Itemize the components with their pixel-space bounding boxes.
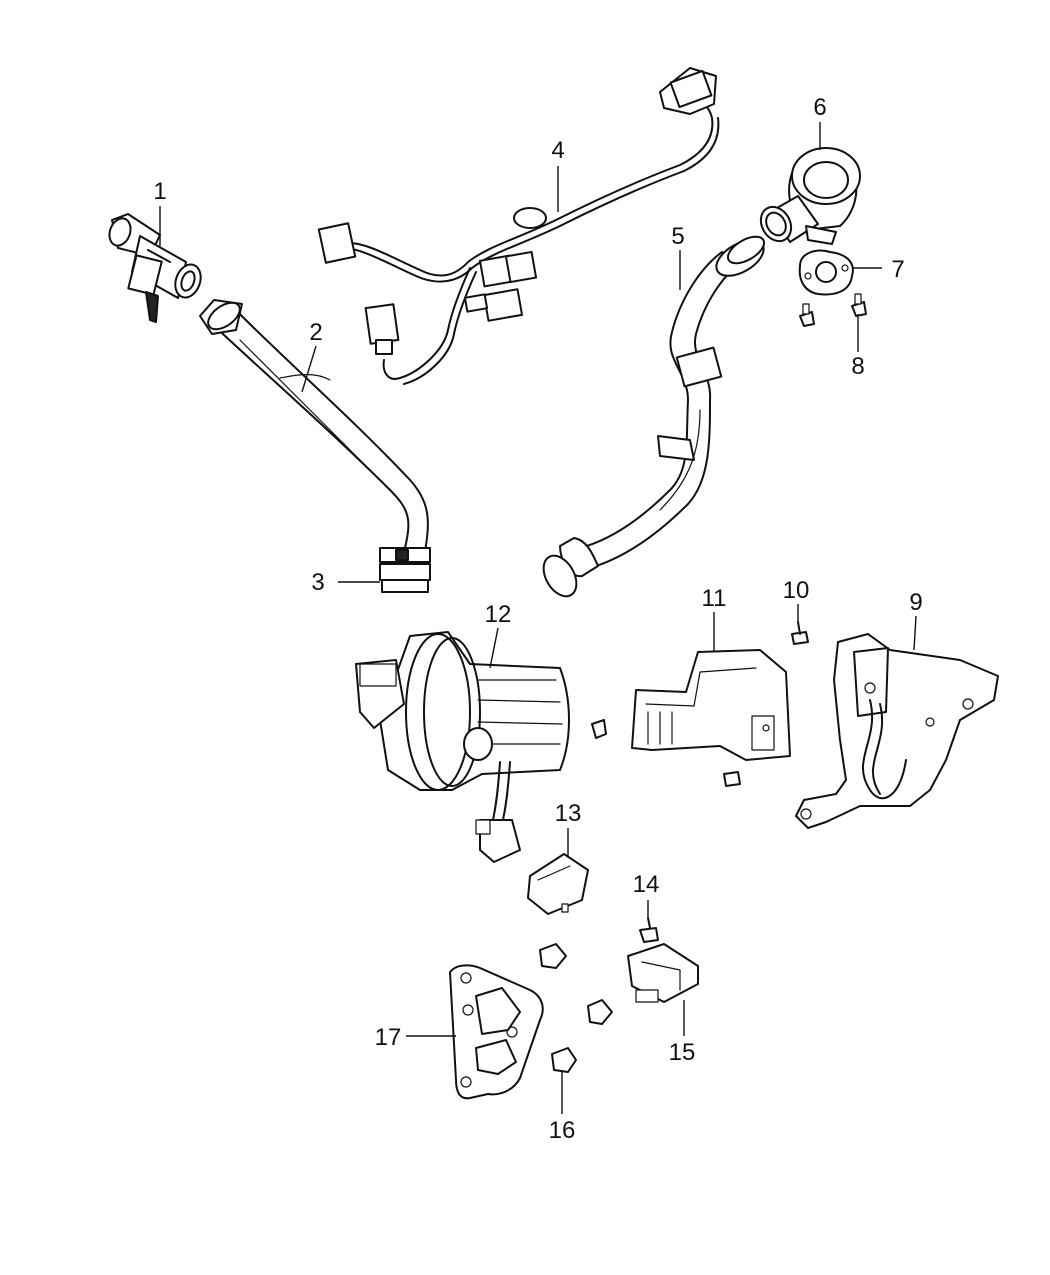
part-14-pin[interactable] — [639, 917, 659, 943]
part-15-clip[interactable] — [627, 943, 699, 1003]
leader-12 — [489, 627, 499, 669]
part-2-air-hose[interactable] — [199, 297, 429, 557]
part-17-mounting-plate[interactable] — [449, 964, 544, 1100]
callout-2: 2 — [309, 319, 322, 346]
callout-15: 15 — [669, 1039, 696, 1066]
part-11-heat-shield[interactable] — [631, 649, 791, 761]
callout-6: 6 — [813, 94, 826, 121]
callout-16: 16 — [549, 1117, 576, 1144]
callout-12: 12 — [485, 601, 512, 628]
callout-1: 1 — [153, 178, 166, 205]
callout-9: 9 — [909, 589, 922, 616]
callout-labels: 1 2 3 4 5 6 7 8 9 10 11 12 13 14 15 16 1… — [153, 94, 922, 1144]
callout-14: 14 — [633, 871, 660, 898]
part-10-push-pin[interactable] — [791, 621, 809, 645]
callout-8: 8 — [851, 353, 864, 380]
callout-5: 5 — [671, 223, 684, 250]
callout-17: 17 — [375, 1024, 402, 1051]
leader-lines — [159, 122, 917, 1114]
callout-3: 3 — [311, 569, 324, 596]
part-1-sensor[interactable] — [106, 213, 205, 323]
part-5-air-tube[interactable] — [537, 231, 770, 602]
part-16-bolts[interactable] — [539, 943, 613, 1073]
callout-13: 13 — [555, 800, 582, 827]
callout-11: 11 — [702, 585, 727, 612]
part-12-air-pump[interactable] — [355, 631, 570, 863]
part-3-hose-clamp[interactable] — [379, 547, 431, 593]
part-6-check-valve[interactable] — [755, 147, 861, 247]
callout-4: 4 — [551, 137, 564, 164]
part-7-gasket[interactable] — [798, 249, 854, 296]
part-11-clips[interactable] — [591, 719, 741, 787]
leader-9 — [913, 615, 917, 651]
callout-10: 10 — [783, 577, 810, 604]
part-4-wiring-harness[interactable] — [317, 67, 720, 385]
callout-7: 7 — [891, 256, 904, 283]
part-8-bolts[interactable] — [799, 293, 867, 327]
part-13-solenoid[interactable] — [527, 853, 589, 915]
part-9-bracket[interactable] — [795, 633, 999, 829]
leader-2 — [301, 345, 317, 393]
